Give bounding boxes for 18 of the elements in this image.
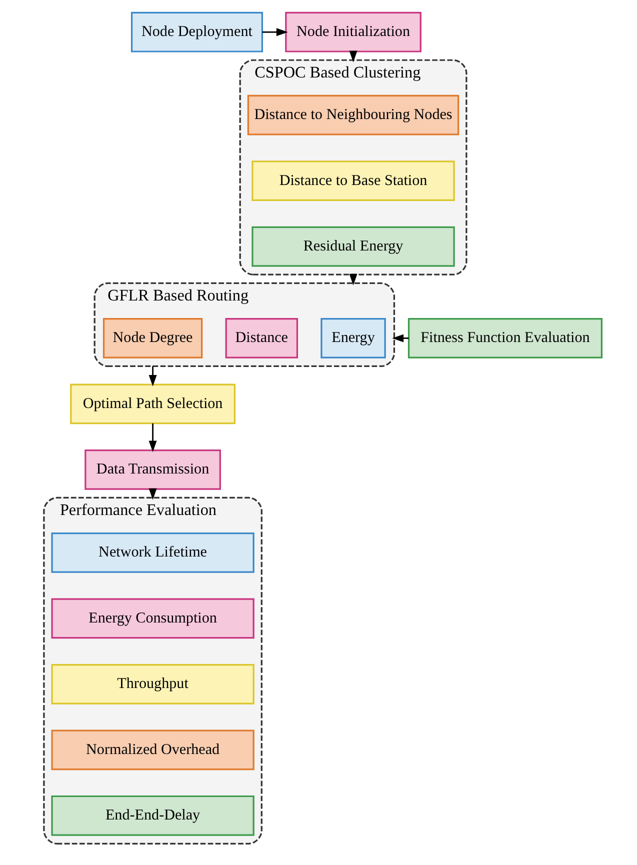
arrow: [262, 28, 288, 36]
node-box: Node Degree: [102, 318, 203, 358]
node-box: Fitness Function Evaluation: [408, 318, 602, 358]
arrow: [392, 334, 409, 342]
node-box: Throughput: [51, 664, 254, 704]
node-box: Optimal Path Selection: [70, 384, 236, 424]
node-box: Energy: [320, 318, 386, 358]
arrow: [148, 423, 157, 452]
arrow: [148, 366, 157, 386]
node-box: Distance to Neighbouring Nodes: [247, 94, 460, 136]
node-box: Distance: [225, 318, 298, 358]
node-box: End-End-Delay: [51, 795, 254, 836]
node-box: Network Lifetime: [51, 532, 254, 573]
node-box: Energy Consumption: [51, 598, 254, 639]
node-box: Node Deployment: [130, 12, 263, 52]
node-box: Residual Energy: [252, 226, 455, 267]
node-box: Distance to Base Station: [252, 160, 455, 202]
node-box: Normalized Overhead: [51, 730, 254, 770]
